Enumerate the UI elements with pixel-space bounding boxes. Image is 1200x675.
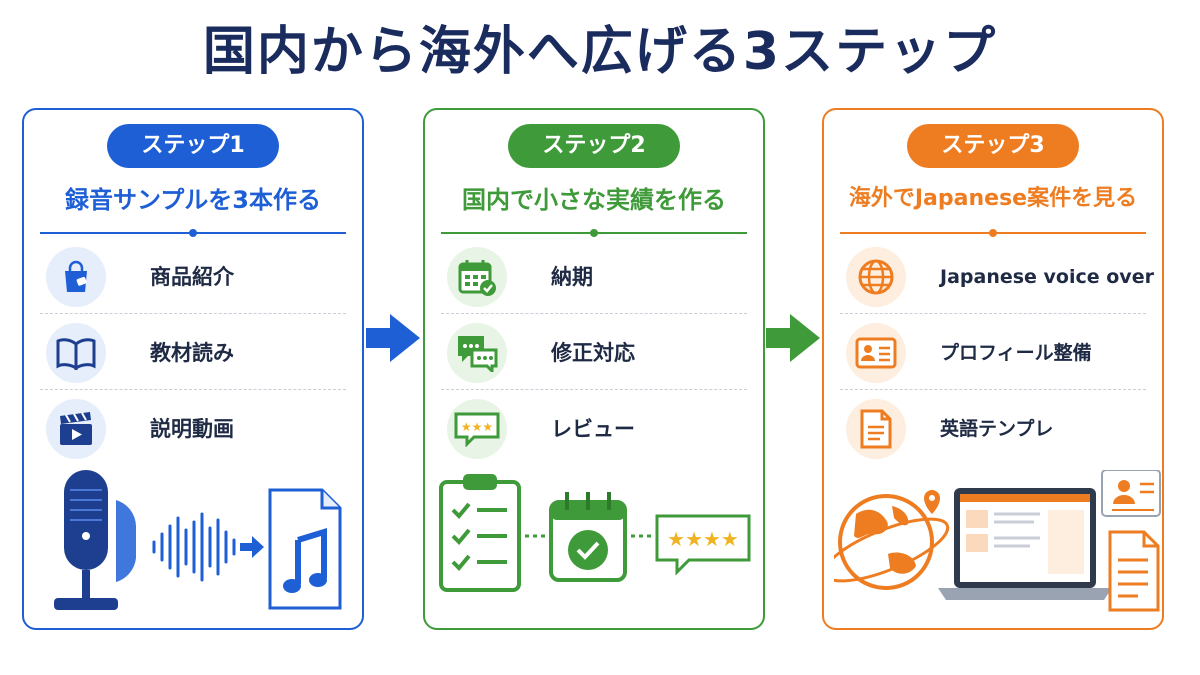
step-2-item-label: レビュー bbox=[551, 417, 635, 441]
step-3-item-label: プロフィール整備 bbox=[940, 342, 1092, 364]
profile-card-icon bbox=[1101, 469, 1161, 517]
star-review-icon: ★★★ bbox=[447, 399, 507, 459]
id-card-icon bbox=[846, 323, 906, 383]
step-1-item-label: 教材読み bbox=[150, 341, 234, 365]
arrow-right-icon bbox=[240, 536, 264, 558]
step-1-illustration bbox=[34, 470, 352, 620]
arrow-right-icon bbox=[366, 314, 420, 362]
document-icon bbox=[846, 399, 906, 459]
step-3-illustration bbox=[822, 469, 1161, 620]
step-3-item-profile: プロフィール整備 bbox=[840, 316, 1146, 390]
step-2-item-label: 修正対応 bbox=[551, 341, 635, 365]
sound-wave-icon bbox=[152, 512, 236, 582]
step-1-card: ステップ1 録音サンプルを3本作る 商品紹介 教材読み bbox=[22, 108, 364, 630]
step-2-item-deadline: 納期 bbox=[441, 240, 747, 314]
chat-bubbles-icon bbox=[447, 323, 507, 383]
step-3-heading: 海外でJapanese案件を見る bbox=[848, 186, 1138, 211]
step-1-item-video: 説明動画 bbox=[40, 392, 346, 466]
world-globe-icon bbox=[822, 490, 950, 590]
star-rating-bubble-icon: ★★★★ bbox=[655, 514, 751, 576]
step-2-badge: ステップ2 bbox=[508, 124, 680, 168]
step-3-item-voice-over: Japanese voice over bbox=[840, 240, 1154, 314]
step-2-divider bbox=[441, 229, 747, 237]
step-1-badge: ステップ1 bbox=[107, 124, 279, 168]
step-3-divider bbox=[840, 229, 1146, 237]
step-2-item-label: 納期 bbox=[551, 265, 593, 289]
microphone-icon bbox=[54, 470, 136, 610]
checklist-clipboard-icon bbox=[439, 474, 521, 592]
arrow-right-icon bbox=[766, 314, 820, 362]
page-title: 国内から海外へ広げる3ステップ bbox=[202, 22, 998, 82]
step-3-item-template: 英語テンプレ bbox=[840, 392, 1146, 466]
step-1-heading: 録音サンプルを3本作る bbox=[65, 186, 321, 214]
shopping-bag-icon bbox=[46, 247, 106, 307]
svg-text:★★★: ★★★ bbox=[461, 420, 493, 434]
svg-text:★★★★: ★★★★ bbox=[667, 527, 739, 551]
step-1-item-label: 説明動画 bbox=[150, 417, 234, 441]
step-2-item-review: ★★★ レビュー bbox=[441, 392, 747, 466]
step-2-illustration: ★★★★ bbox=[435, 470, 753, 620]
step-1-item-label: 商品紹介 bbox=[150, 265, 234, 289]
step-1-divider bbox=[40, 229, 346, 237]
step-3-card: ステップ3 海外でJapanese案件を見る Japanese voice ov… bbox=[822, 108, 1164, 630]
globe-icon bbox=[846, 247, 906, 307]
laptop-icon bbox=[938, 488, 1112, 600]
step-2-item-revision: 修正対応 bbox=[441, 316, 747, 390]
audio-file-icon bbox=[268, 488, 342, 610]
step-1-item-textbook: 教材読み bbox=[40, 316, 346, 390]
step-2-heading: 国内で小さな実績を作る bbox=[462, 186, 726, 214]
calendar-check-icon bbox=[447, 247, 507, 307]
step-1-item-product: 商品紹介 bbox=[40, 240, 346, 314]
calendar-check-icon bbox=[549, 492, 627, 582]
step-2-card: ステップ2 国内で小さな実績を作る 納期 bbox=[423, 108, 765, 630]
step-3-badge: ステップ3 bbox=[907, 124, 1079, 168]
clapperboard-icon bbox=[46, 399, 106, 459]
open-book-icon bbox=[46, 323, 106, 383]
step-3-item-label: Japanese voice over bbox=[940, 266, 1154, 288]
document-icon bbox=[1108, 530, 1160, 612]
step-3-item-label: 英語テンプレ bbox=[940, 418, 1054, 440]
